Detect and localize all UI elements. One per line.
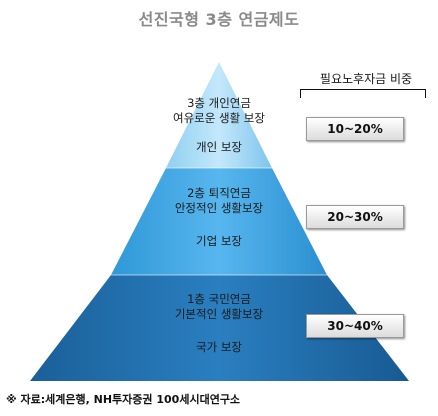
tier-2-title: 2층 퇴직연금 (187, 186, 251, 200)
share-bracket (300, 89, 426, 98)
tier-3-title: 3층 개인연금 (187, 96, 251, 110)
tier-1-text: 1층 국민연금 기본적인 생활보장 국가 보장 (134, 292, 304, 355)
tier-2-guarantor: 기업 보장 (196, 234, 242, 248)
pyramid-tier-middle (111, 168, 327, 275)
tier-2-desc: 안정적인 생활보장 (174, 201, 264, 215)
tier-1-title: 1층 국민연금 (187, 292, 251, 306)
share-box-tier-2: 20~30% (306, 205, 404, 229)
source-note: ※ 자료:세계은행, NH투자증권 100세시대연구소 (6, 393, 241, 406)
diagram-title: 선진국형 3층 연금제도 (138, 10, 300, 29)
share-box-tier-3: 10~20% (306, 117, 404, 141)
tier-3-text: 3층 개인연금 여유로운 생활 보장 개인 보장 (164, 96, 274, 155)
pyramid-tier-top (166, 62, 272, 168)
tier-3-guarantor: 개인 보장 (196, 140, 242, 154)
share-box-tier-1: 30~40% (306, 314, 404, 338)
tier-3-desc: 여유로운 생활 보장 (173, 111, 265, 125)
share-label: 필요노후자금 비중 (319, 72, 413, 86)
tier-1-guarantor: 국가 보장 (196, 340, 242, 354)
tier-2-text: 2층 퇴직연금 안정적인 생활보장 기업 보장 (144, 186, 294, 249)
pyramid-tier-bottom (30, 275, 409, 381)
tier-1-desc: 기본적인 생활보장 (174, 307, 264, 321)
